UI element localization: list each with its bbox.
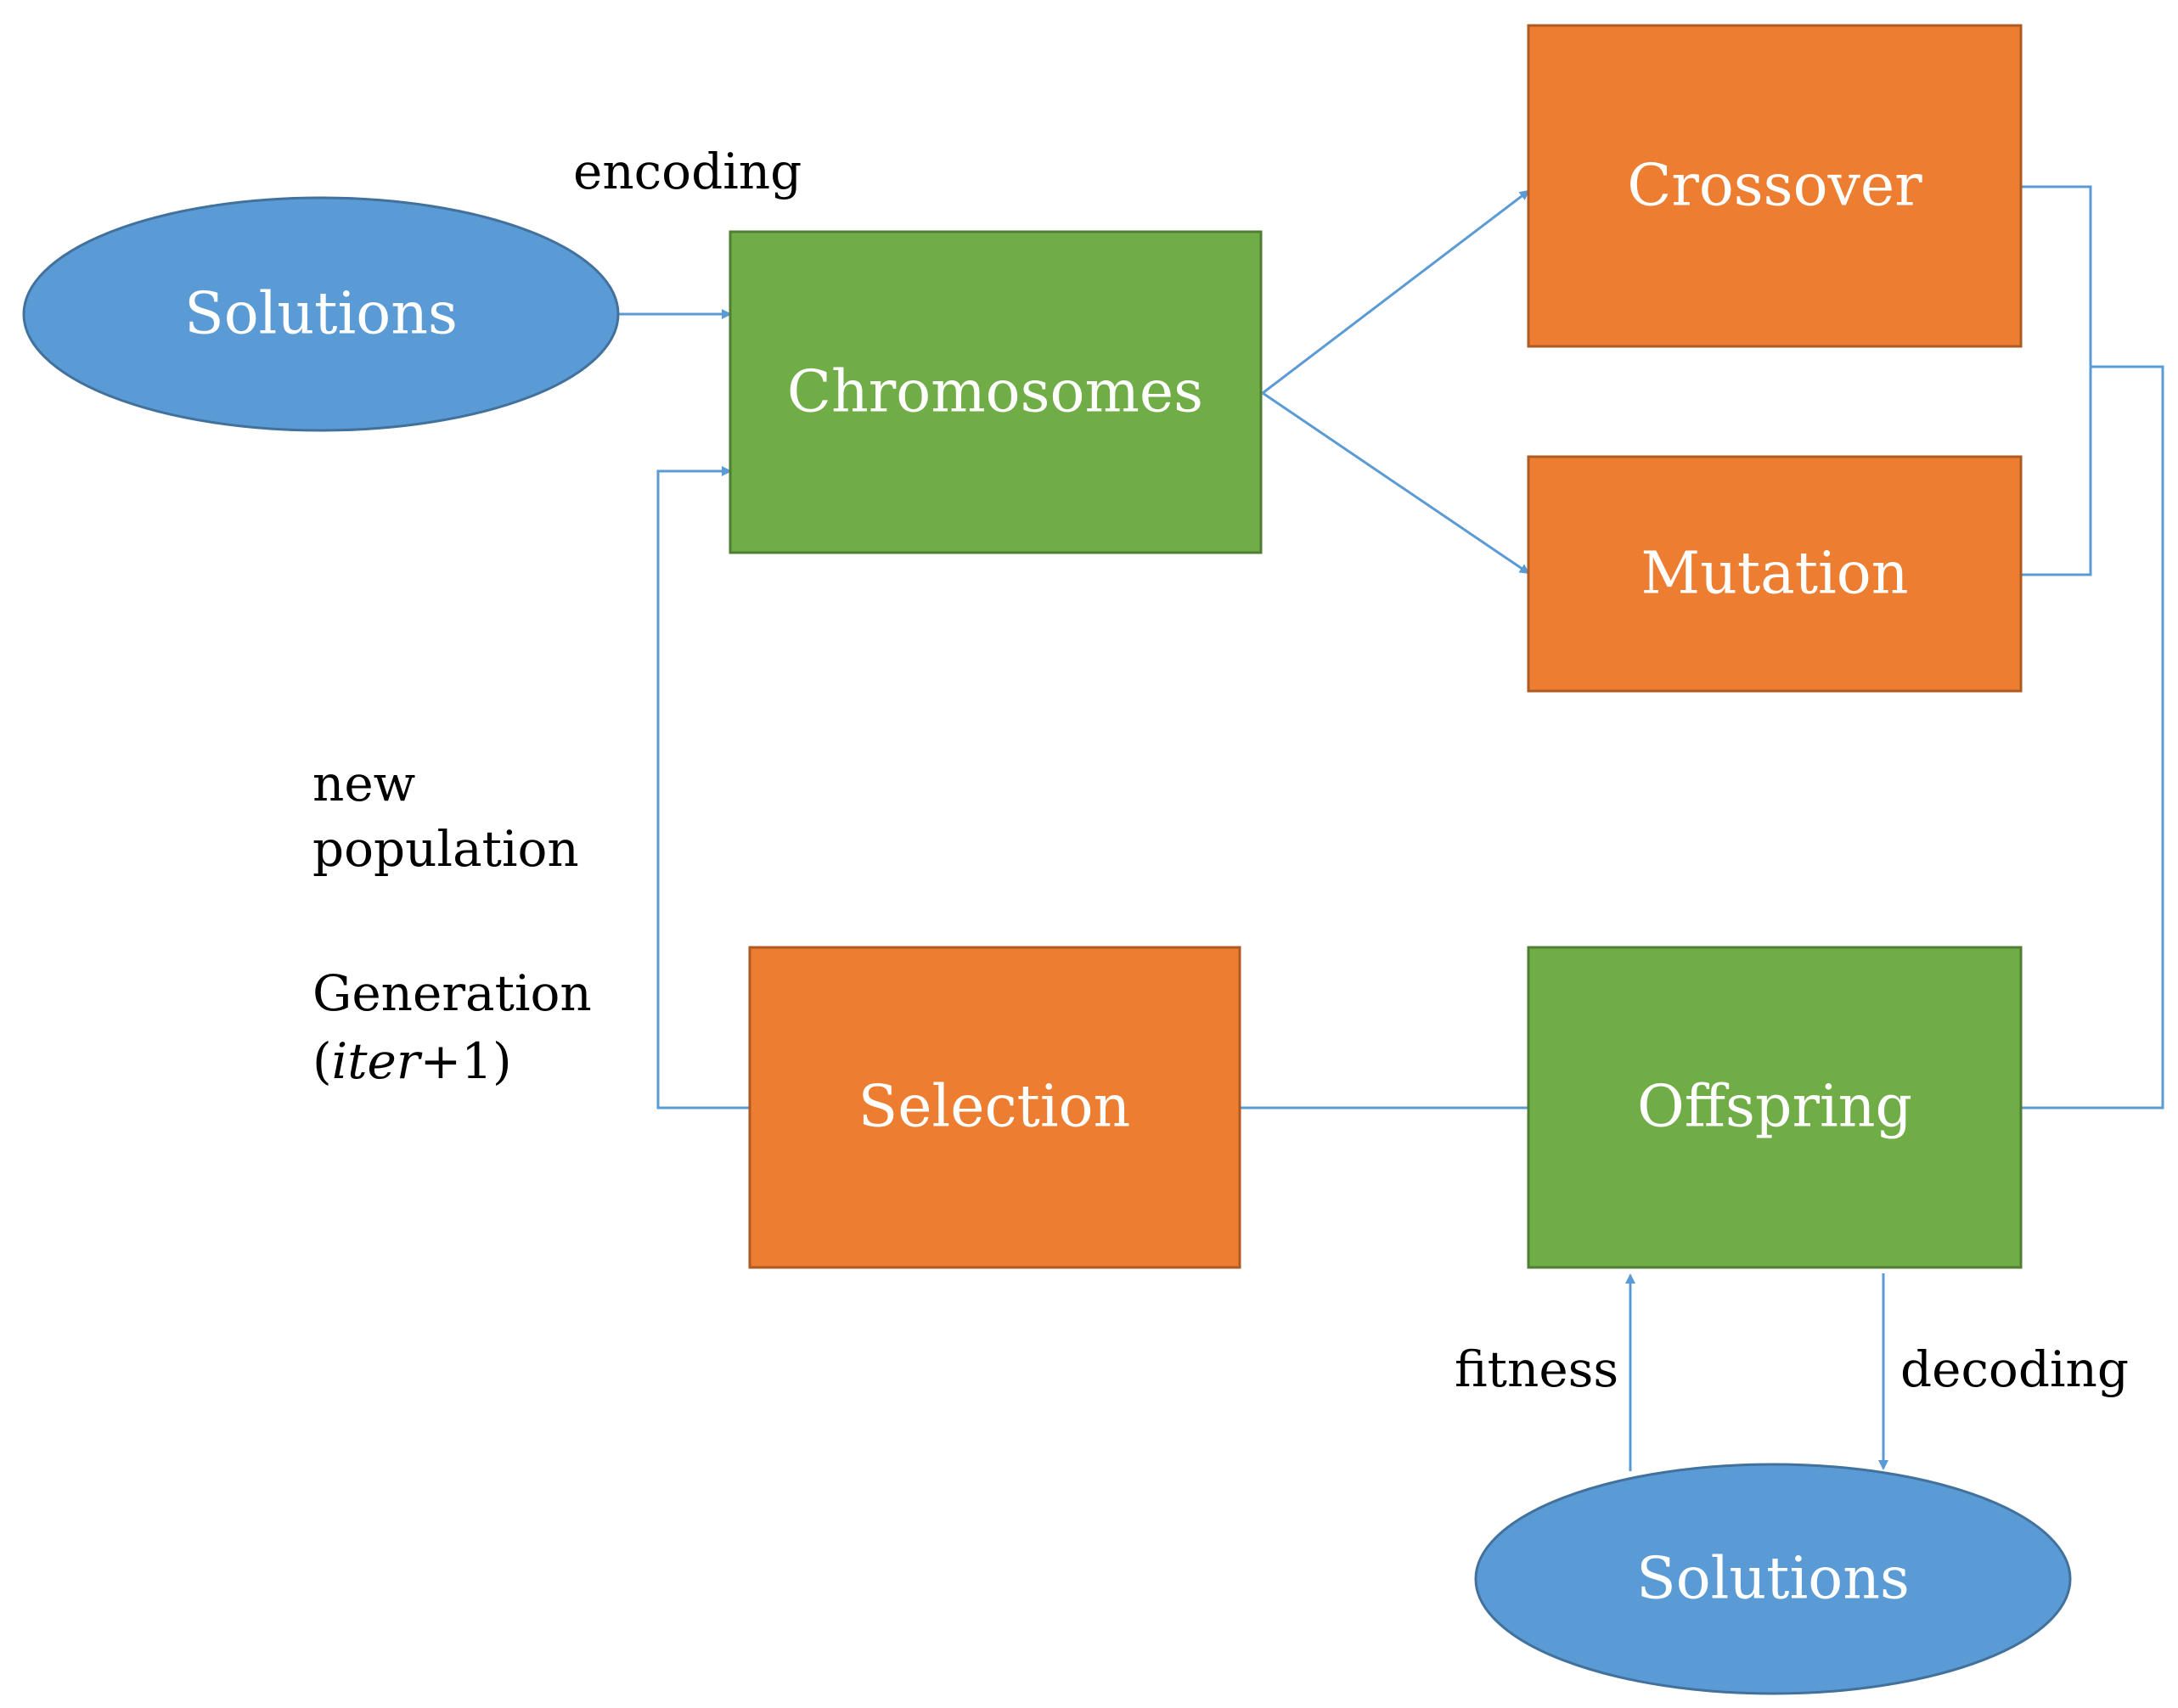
chromosomes-node: Chromosomes bbox=[729, 230, 1263, 554]
merge-to-offspring-connector bbox=[2021, 365, 2164, 1110]
solutions-bottom-label: Solutions bbox=[1636, 1546, 1910, 1613]
solutions-top-shape bbox=[22, 196, 620, 432]
crossover-shape bbox=[1527, 24, 2023, 348]
selection-label: Selection bbox=[858, 1074, 1131, 1141]
new-population-label-line1: new bbox=[312, 755, 415, 812]
chromosomes-label: Chromosomes bbox=[787, 359, 1203, 426]
solutions-bottom-shape bbox=[1474, 1463, 2072, 1695]
generation-iter-italic: iter bbox=[332, 1032, 423, 1090]
new-population-arrow bbox=[656, 466, 750, 1110]
offspring-label: Offspring bbox=[1637, 1074, 1912, 1141]
generation-suffix: +1) bbox=[420, 1032, 512, 1090]
chromosomes-to-crossover-arrow bbox=[1262, 189, 1530, 395]
solutions-top-node: Solutions bbox=[22, 196, 620, 432]
new-population-label-line2: population bbox=[312, 820, 579, 878]
selection-node: Selection bbox=[748, 946, 1241, 1269]
chromosomes-to-mutation-arrow bbox=[1262, 391, 1530, 575]
generation-label-line1: Generation bbox=[312, 964, 592, 1022]
crossover-mutation-merge-connector bbox=[2021, 185, 2092, 576]
mutation-label: Mutation bbox=[1641, 541, 1908, 608]
crossover-label: Crossover bbox=[1627, 153, 1922, 220]
offspring-node: Offspring bbox=[1527, 946, 2023, 1269]
chromosomes-shape bbox=[729, 230, 1263, 554]
generation-open-paren: ( bbox=[312, 1032, 332, 1090]
crossover-node: Crossover bbox=[1527, 24, 2023, 348]
fitness-label: fitness bbox=[1455, 1340, 1618, 1398]
mutation-shape bbox=[1527, 455, 2023, 693]
encoding-label: encoding bbox=[573, 143, 802, 200]
generation-label-line2: (iter+1) bbox=[312, 1032, 512, 1090]
decoding-label: decoding bbox=[1900, 1340, 2129, 1398]
solutions-top-label: Solutions bbox=[184, 281, 458, 348]
solutions-bottom-node: Solutions bbox=[1474, 1463, 2072, 1695]
offspring-shape bbox=[1527, 946, 2023, 1269]
mutation-node: Mutation bbox=[1527, 455, 2023, 693]
selection-shape bbox=[748, 946, 1241, 1269]
connectors bbox=[618, 185, 2164, 1471]
